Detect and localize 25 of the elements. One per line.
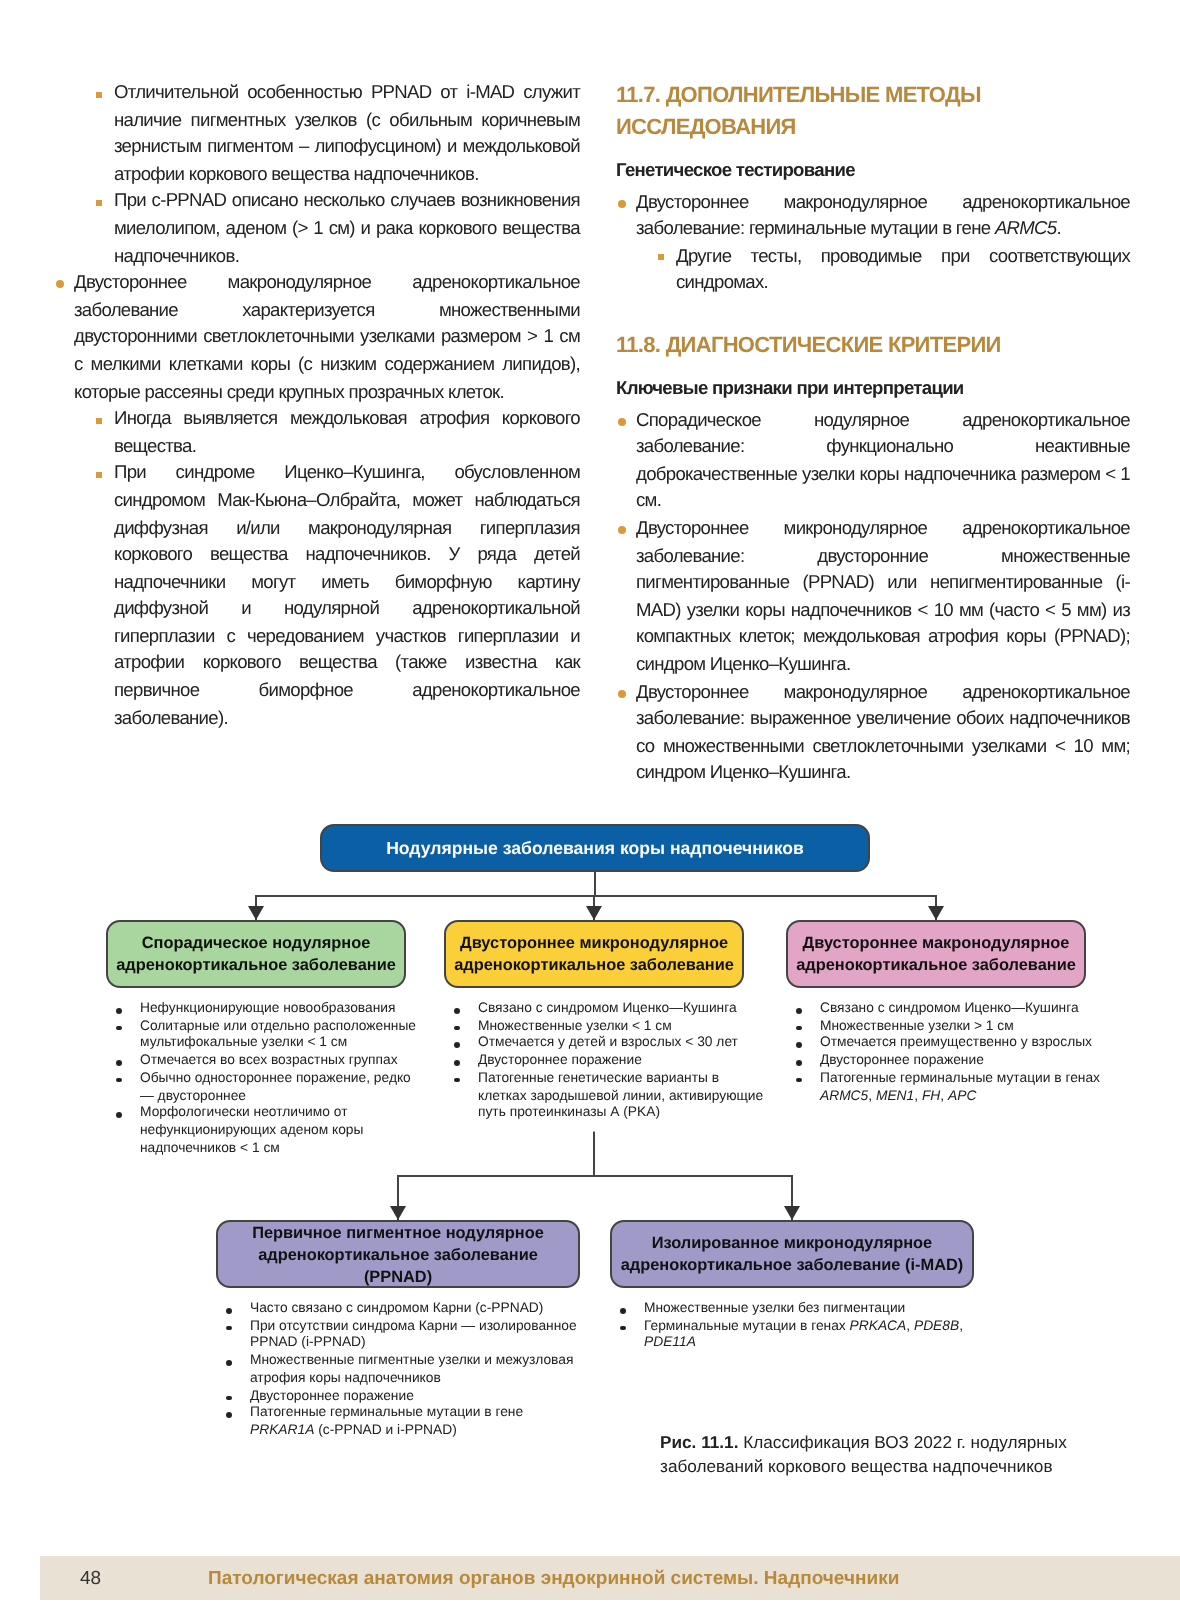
bullet-text: Двустороннее макронодулярное адренокортикальное заболевание: выраженное увеличение обоих надпочечников со множественными светлоклеточными узелками < 10 мм; синдром Иценко–Кушинга. bbox=[616, 679, 1130, 788]
category-box: Двустороннее макронодулярное адренокортикальное заболевание bbox=[786, 920, 1086, 988]
figure-caption: Рис. 11.1. Классификация ВОЗ 2022 г. нодулярных заболеваний коркового вещества надпочечников bbox=[660, 1432, 1069, 1478]
bullet-text: Двустороннее микронодулярное адренокортикальное заболевание: двусторонние множественные пигментированные (PPNAD) или непигментированные (i-MAD) узелки коры надпочечников < 10 мм (часто < 5 мм) из компактных клеток; междольковая атрофия коры (PPNAD); синдром Иценко–Кушинга. bbox=[616, 515, 1130, 679]
category-box: Изолированное микронодулярное адренокортикальное заболевание (i-MAD) bbox=[610, 1220, 974, 1288]
category-box: Спорадическое нодулярное адренокортикальное заболевание bbox=[106, 920, 406, 988]
sub-bullet-text: При синдроме Иценко–Кушинга, обусловленном синдромом Мак-Кьюна–Олбрайта, может наблюдаться диффузная и/или макронодулярная гиперплазия коркового вещества надпочечников. У ряда детей надпочечники могут иметь биморфную картину диффузной и нодулярной адренокортикальной гиперплазии с чередованием участков гиперплазии и атрофии коркового вещества (также известна как первичное биморфное адренокортикальное заболевание). bbox=[54, 460, 580, 733]
subheading: Ключевые признаки при интерпретации bbox=[616, 375, 966, 402]
sub-bullet-text: Отличительной особенностью PPNAD от i-MAD служит наличие пигментных узелков (с обильным коричневым зернистым пигментом – липофусцином) и междольковой атрофии коркового вещества надпочечников. bbox=[54, 80, 580, 189]
sub-bullet-text: Другие тесты, проводимые при соответствующих синдромах. bbox=[616, 243, 1130, 298]
bullet-text: Двустороннее макронодулярное адренокортикальное заболевание характеризуется множественными двусторонними светлоклеточными узелками размером > 1 см с мелкими клетками коры (с низким содержанием липидов), которые рассеяны среди крупных прозрачных клеток. bbox=[54, 270, 580, 407]
subheading: Генетическое тестирование bbox=[616, 158, 857, 184]
title-box: Нодулярные заболевания коры надпочечников bbox=[320, 824, 870, 872]
sub-bullet-text: Иногда выявляется междольковая атрофия коркового вещества. bbox=[54, 406, 580, 461]
section-heading: 11.8. ДИАГНОСТИЧЕСКИЕ КРИТЕРИИ bbox=[616, 331, 1003, 362]
arrow bbox=[593, 1130, 800, 1221]
sub-bullet-text: При c-PPNAD описано несколько случаев возникновения миелолипом, аденом (> 1 см) и рака коркового вещества надпочечников. bbox=[54, 188, 580, 271]
bullet-text: Спорадическое нодулярное адренокортикальное заболевание: функционально неактивные доброкачественные узелки коры надпочечника размером < 1 см. bbox=[616, 407, 1130, 516]
arrow bbox=[594, 871, 944, 921]
bullet-text: Двустороннее макронодулярное адренокортикальное заболевание: герминальные мутации в гене ARMC5. bbox=[616, 189, 1130, 244]
category-box: Двустороннее микронодулярное адренокортикальное заболевание bbox=[444, 920, 744, 988]
running-footer: Патологическая анатомия органов эндокринной системы. Надпочечники bbox=[208, 1568, 900, 1590]
section-heading: 11.7. ДОПОЛНИТЕЛЬНЫЕ МЕТОДЫ ИССЛЕДОВАНИЯ bbox=[616, 82, 983, 144]
category-box: Первичное пигментное нодулярное адренокортикальное заболевание (PPNAD) bbox=[216, 1220, 580, 1288]
page-number: 48 bbox=[80, 1568, 102, 1590]
